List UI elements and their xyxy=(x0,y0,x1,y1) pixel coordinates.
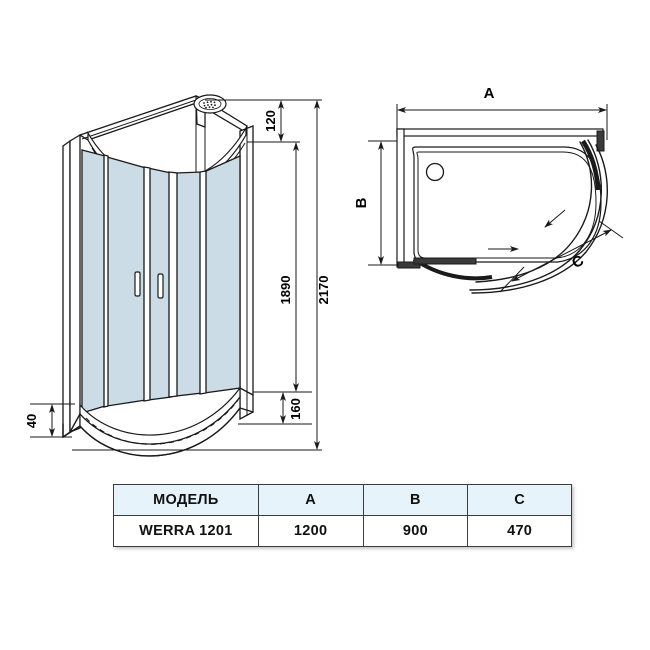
glass-panels xyxy=(81,149,241,414)
door-leaves xyxy=(412,139,601,281)
col-header-b: B xyxy=(362,484,469,516)
table-header-row: МОДЕЛЬ A B C xyxy=(113,484,572,516)
dim-label-2170: 2170 xyxy=(316,276,331,305)
dim-label-160: 160 xyxy=(288,398,303,420)
drain-hole xyxy=(425,162,445,182)
dim-A-group: A xyxy=(396,85,608,140)
specification-table: МОДЕЛЬ A B C WERRA 1201 1200 900 470 xyxy=(113,484,572,547)
front-view-dimensions: 120 1890 2170 160 40 xyxy=(24,99,331,451)
table-row: WERRA 1201 1200 900 470 xyxy=(113,515,572,547)
door-stiles xyxy=(103,154,207,408)
door-handle-right[interactable] xyxy=(157,273,164,299)
tray-outline xyxy=(412,146,602,263)
shower-head xyxy=(193,94,227,114)
dim-label-120: 120 xyxy=(263,110,278,132)
col-header-a: A xyxy=(257,484,364,516)
table-header: МОДЕЛЬ A B C xyxy=(113,484,572,516)
door-handle-left[interactable] xyxy=(134,271,141,297)
cell-b: 900 xyxy=(362,515,469,547)
dim-label-B: B xyxy=(353,197,370,208)
door-slide-arrow-upper xyxy=(544,209,566,228)
front-perspective-view: 120 1890 2170 160 40 xyxy=(24,94,331,457)
cell-a: 1200 xyxy=(257,515,364,547)
top-plan-view: A B xyxy=(353,85,624,294)
cell-c: 470 xyxy=(467,515,572,547)
col-header-model: МОДЕЛЬ xyxy=(113,484,259,516)
cell-model: WERRA 1201 xyxy=(113,515,259,547)
enclosure-walls xyxy=(396,128,605,269)
col-header-c: C xyxy=(467,484,572,516)
shower-tray xyxy=(62,386,254,457)
dim-label-1890: 1890 xyxy=(278,276,293,305)
table-body: WERRA 1201 1200 900 470 xyxy=(113,515,572,547)
dim-label-A: A xyxy=(484,85,495,102)
dim-label-40: 40 xyxy=(24,414,39,428)
dim-B-group: B xyxy=(353,140,398,266)
